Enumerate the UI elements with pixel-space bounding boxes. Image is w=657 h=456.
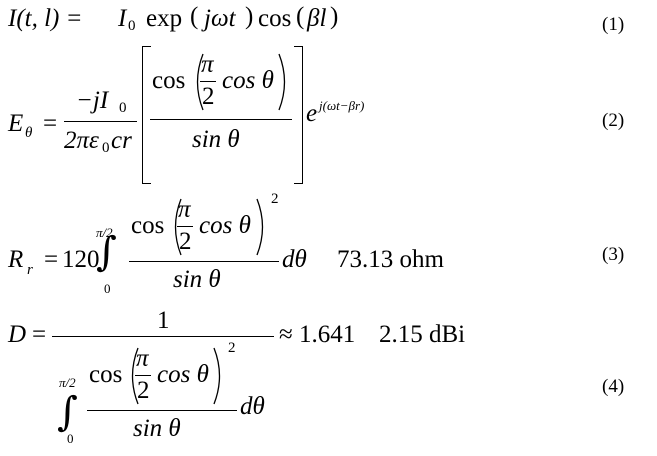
eq4-pi-bar: [135, 375, 151, 376]
eq1-I0: I: [118, 5, 127, 32]
eq4-paren-left: [131, 347, 139, 405]
eq4-D: D: [8, 321, 27, 348]
eq4-den: sin θ: [133, 415, 181, 442]
eq4-number: (4): [602, 376, 625, 397]
eq3-coef: 120: [62, 246, 100, 273]
eq3-upper-limit: π/2: [96, 225, 113, 240]
eq2-equals: =: [43, 110, 58, 137]
eq2-number: (2): [602, 110, 625, 131]
eq3-equals: =: [44, 246, 59, 273]
eq3-R-sub: r: [27, 262, 33, 278]
eq2-frac-den-sub: 0: [102, 140, 110, 156]
eq2-inner-paren-right: [278, 53, 286, 111]
eq3-den: sin θ: [173, 266, 221, 293]
eq1-paren-close: ): [245, 3, 254, 30]
eq2-E-sub: θ: [25, 125, 33, 141]
eq1-lhs: I(t, l) =: [8, 5, 83, 32]
eq1-exp: exp: [146, 5, 183, 32]
eq1-number: (1): [602, 14, 625, 35]
eq2-left-bracket: [142, 46, 151, 184]
eq2-inner-pi: π: [201, 51, 214, 78]
eq4-value: 2.15 dBi: [379, 321, 466, 348]
eq2-inner-den: sin θ: [192, 126, 240, 153]
eq1-I0-sub: 0: [128, 18, 136, 34]
eq2-exp-base: e: [306, 100, 318, 127]
eq3-num-cos2: cos θ: [199, 212, 251, 239]
eq3-two: 2: [179, 228, 192, 255]
eq4-pi: π: [136, 345, 149, 372]
eq3-pi: π: [178, 196, 191, 223]
eq1-paren2-open: (: [296, 3, 305, 30]
eq3-integral-sign: ∫: [96, 229, 117, 275]
eq4-dtheta: dθ: [240, 393, 265, 420]
eq4-integral-sign: ∫: [57, 389, 78, 435]
eq3-num-cos: cos: [131, 212, 165, 239]
eq1-cos: cos: [258, 5, 292, 32]
eq1-exp-arg: jωt: [204, 5, 236, 32]
eq1-paren2-close: ): [330, 3, 339, 30]
eq2-frac-den-tail: cr: [111, 127, 132, 154]
eq3-dtheta: dθ: [282, 246, 307, 273]
eq4-numerator: 1: [157, 307, 170, 334]
eq4-upper-limit: π/2: [59, 375, 76, 390]
eq4-approx: ≈ 1.641: [279, 321, 356, 348]
eq2-inner-cos: cos: [152, 67, 186, 94]
eq4-num-cos2: cos θ: [157, 361, 209, 388]
eq3-paren-right: [256, 198, 264, 256]
eq2-inner-paren-left: [196, 53, 204, 111]
eq2-fraction-bar: [64, 121, 137, 122]
eq3-power: 2: [271, 191, 279, 207]
eq3-paren-left: [174, 198, 182, 256]
eq1-cos-arg: βl: [307, 5, 327, 32]
eq4-two: 2: [137, 377, 150, 404]
eq2-inner-fraction-bar: [150, 119, 292, 120]
eq2-exp-power: j(ωt−βr): [319, 98, 365, 113]
eq3-R: R: [8, 246, 24, 273]
eq4-paren-right: [213, 347, 221, 405]
eq4-inner-fraction-bar: [87, 410, 237, 411]
eq3-pi-bar: [177, 226, 193, 227]
eq3-lower-limit: 0: [104, 281, 111, 296]
eq4-num-cos: cos: [89, 361, 123, 388]
eq2-inner-bar: [200, 81, 216, 82]
eq2-frac-num-sub: 0: [119, 100, 127, 116]
eq2-inner-cos2: cos θ: [222, 67, 274, 94]
eq1-paren-open: (: [190, 3, 199, 30]
eq4-main-fraction-bar: [52, 336, 274, 337]
eq2-E: E: [8, 110, 24, 137]
eq3-value: 73.13 ohm: [337, 246, 444, 273]
eq4-equals: =: [32, 321, 47, 348]
eq4-lower-limit: 0: [67, 431, 74, 446]
eq2-frac-den: 2πε: [64, 127, 99, 154]
eq4-power: 2: [228, 340, 236, 356]
eq2-right-bracket: [294, 46, 303, 184]
eq3-number: (3): [602, 244, 625, 265]
eq2-frac-num: −jI: [76, 87, 109, 114]
eq3-fraction-bar: [129, 261, 279, 262]
eq2-inner-two: 2: [202, 83, 215, 110]
